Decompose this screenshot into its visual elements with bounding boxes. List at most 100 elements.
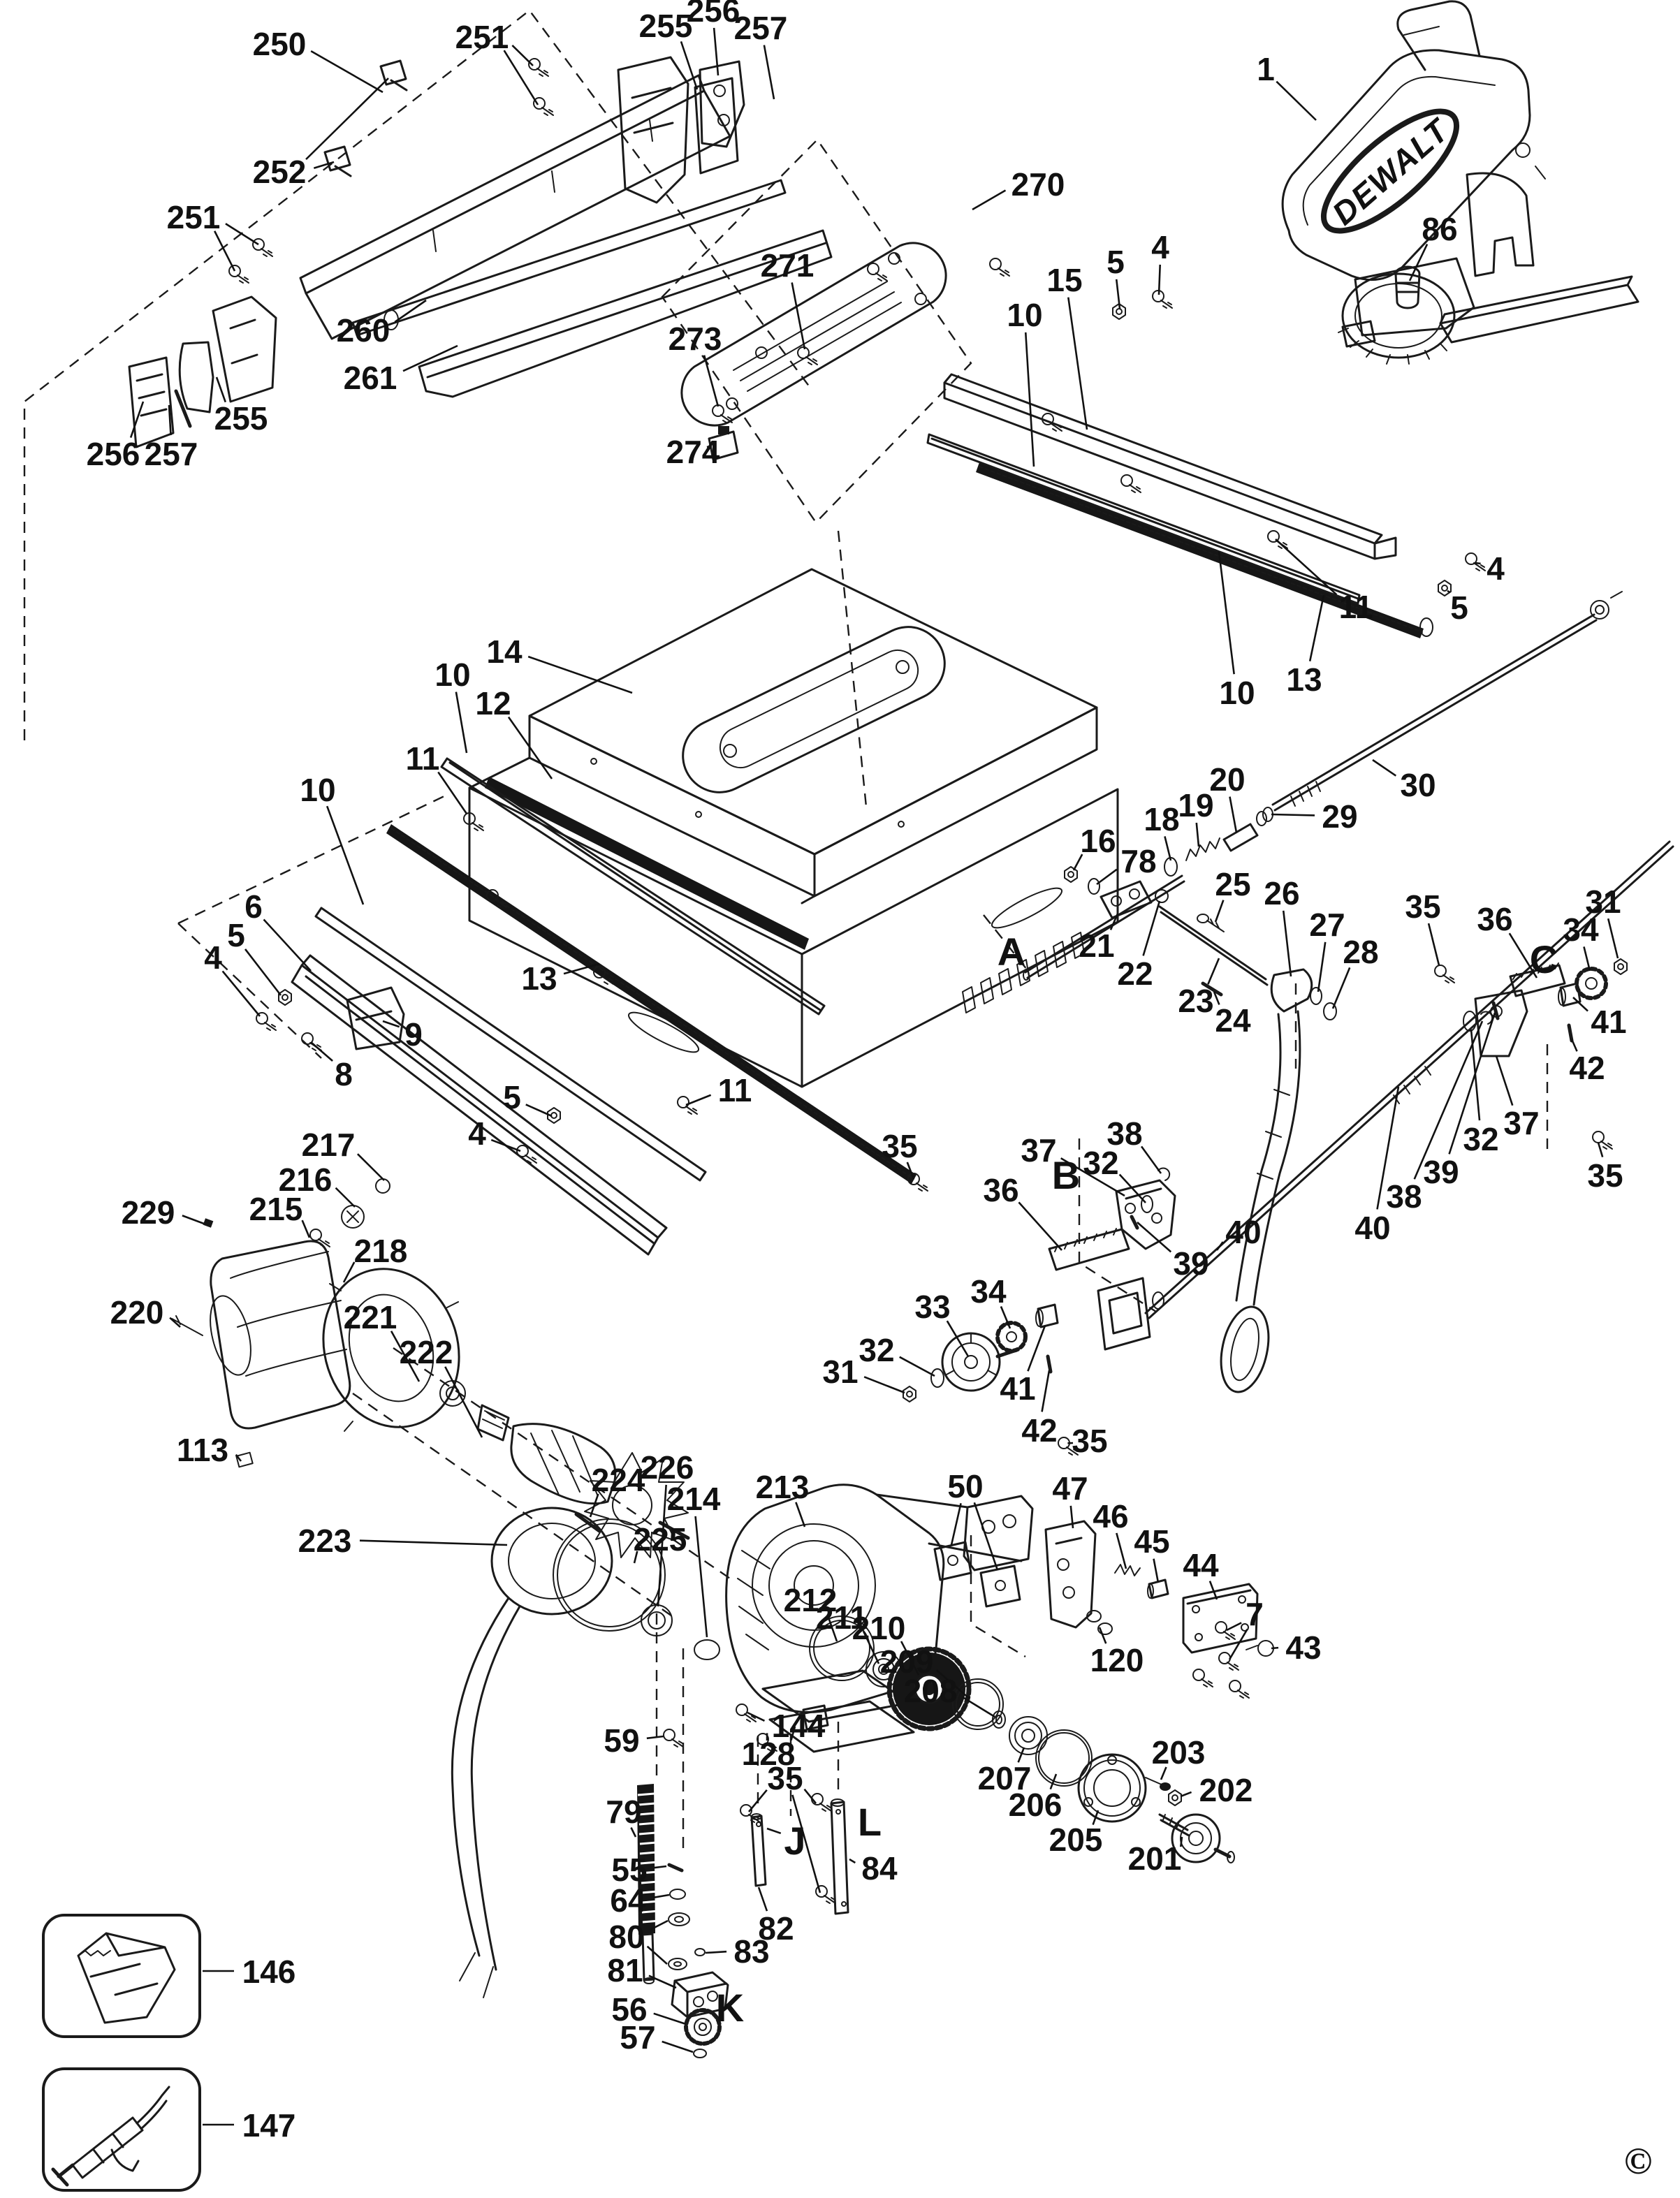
callout-14: 14 xyxy=(486,633,523,670)
callout-32: 32 xyxy=(1083,1145,1118,1181)
leader-64 xyxy=(652,1893,670,1899)
leader-31 xyxy=(1607,918,1619,959)
elevation-parts xyxy=(637,1729,849,2058)
callout-207: 207 xyxy=(978,1760,1032,1796)
leader-229 xyxy=(182,1215,205,1225)
callout-35: 35 xyxy=(1072,1423,1107,1459)
leader-7 xyxy=(1228,1629,1248,1660)
callout-10: 10 xyxy=(434,657,470,693)
leader-5 xyxy=(1447,589,1451,594)
leader-252 xyxy=(305,78,389,161)
kit-box-147 xyxy=(42,2067,201,2192)
leader-20 xyxy=(1229,796,1238,833)
leader-257 xyxy=(168,404,172,436)
leader-10 xyxy=(1024,332,1035,467)
leader-80 xyxy=(650,1919,669,1931)
leader-251 xyxy=(225,223,259,246)
callout-35: 35 xyxy=(1405,888,1440,925)
leader-215 xyxy=(301,1219,311,1238)
callout-42: 42 xyxy=(1569,1050,1605,1086)
leader-257 xyxy=(763,45,775,100)
leader-19 xyxy=(1195,822,1200,847)
callout-221: 221 xyxy=(344,1299,397,1335)
leader-81 xyxy=(648,1974,677,1989)
callout-21: 21 xyxy=(1079,928,1114,964)
callout-32: 32 xyxy=(859,1332,894,1368)
callout-255: 255 xyxy=(639,8,693,44)
leader-39 xyxy=(1137,1222,1172,1253)
leader-35 xyxy=(1597,1142,1604,1157)
callout-B: B xyxy=(1052,1153,1080,1197)
callout-256: 256 xyxy=(87,436,140,472)
callout-270: 270 xyxy=(1011,166,1065,203)
blade-guard: DEWALT xyxy=(1281,0,1546,281)
callout-13: 13 xyxy=(1286,661,1322,698)
leader-9 xyxy=(382,1020,400,1028)
callout-9: 9 xyxy=(404,1016,423,1053)
leader-212 xyxy=(826,1614,838,1642)
leader-37 xyxy=(1060,1157,1125,1197)
kit-box-146 xyxy=(42,1914,201,2038)
leader-201 xyxy=(1179,1836,1183,1847)
callout-217: 217 xyxy=(302,1127,356,1163)
rip-fence-assembly xyxy=(128,56,833,448)
callout-31: 31 xyxy=(822,1354,858,1390)
callout-43: 43 xyxy=(1285,1629,1321,1666)
leader-222 xyxy=(444,1366,483,1438)
leader-223 xyxy=(359,1539,508,1546)
callout-13: 13 xyxy=(521,960,557,997)
leader-56 xyxy=(653,2012,687,2025)
leader-80 xyxy=(646,1945,668,1965)
leader-86 xyxy=(1408,243,1429,281)
leader-216 xyxy=(335,1187,356,1208)
callout-216: 216 xyxy=(279,1162,333,1198)
callout-30: 30 xyxy=(1400,767,1436,803)
callout-218: 218 xyxy=(354,1233,408,1269)
callout-79: 79 xyxy=(606,1794,641,1830)
leader-11 xyxy=(685,1094,712,1106)
leader-37 xyxy=(1495,1055,1514,1106)
callout-128: 128 xyxy=(742,1736,796,1772)
leader-213 xyxy=(795,1502,806,1527)
leader-256 xyxy=(713,27,720,76)
callout-271: 271 xyxy=(761,247,815,284)
callout-113: 113 xyxy=(177,1432,228,1468)
leader-32 xyxy=(899,1356,935,1377)
callout-36: 36 xyxy=(1477,901,1512,937)
leader-7 xyxy=(1226,1622,1242,1632)
callout-5: 5 xyxy=(227,917,245,953)
callout-8: 8 xyxy=(335,1056,353,1092)
leader-41 xyxy=(1572,997,1588,1012)
front-rail-group xyxy=(256,757,916,1256)
callout-257: 257 xyxy=(734,10,788,46)
leader-8 xyxy=(310,1041,333,1062)
callout-202: 202 xyxy=(1199,1772,1253,1808)
leader-24 xyxy=(1213,991,1220,1005)
leader-38 xyxy=(1140,1145,1162,1174)
callout-44: 44 xyxy=(1183,1547,1219,1583)
callout-25: 25 xyxy=(1215,866,1250,902)
callout-209: 209 xyxy=(880,1643,934,1680)
leader-252 xyxy=(313,161,335,169)
bevel-bracket-b xyxy=(903,1167,1176,1456)
leader-26 xyxy=(1282,910,1292,977)
callout-37: 37 xyxy=(1021,1132,1056,1168)
leader-11 xyxy=(1275,538,1338,596)
leader-36 xyxy=(1508,932,1538,979)
throat-plate-assembly xyxy=(680,242,1010,461)
leader-113 xyxy=(235,1453,242,1462)
leader-59 xyxy=(646,1735,664,1740)
height-linkage xyxy=(1023,591,1623,1393)
callout-20: 20 xyxy=(1209,761,1245,798)
leader-208 xyxy=(962,1696,995,1718)
callout-5: 5 xyxy=(1450,589,1468,626)
leader-250 xyxy=(310,50,384,94)
callout-144: 144 xyxy=(772,1708,826,1744)
right-rail-group xyxy=(926,290,1486,638)
leader-4 xyxy=(221,970,261,1017)
callout-C: C xyxy=(1530,937,1558,981)
leader-270 xyxy=(972,189,1007,211)
callout-22: 22 xyxy=(1117,955,1153,992)
callout-35: 35 xyxy=(767,1760,803,1796)
